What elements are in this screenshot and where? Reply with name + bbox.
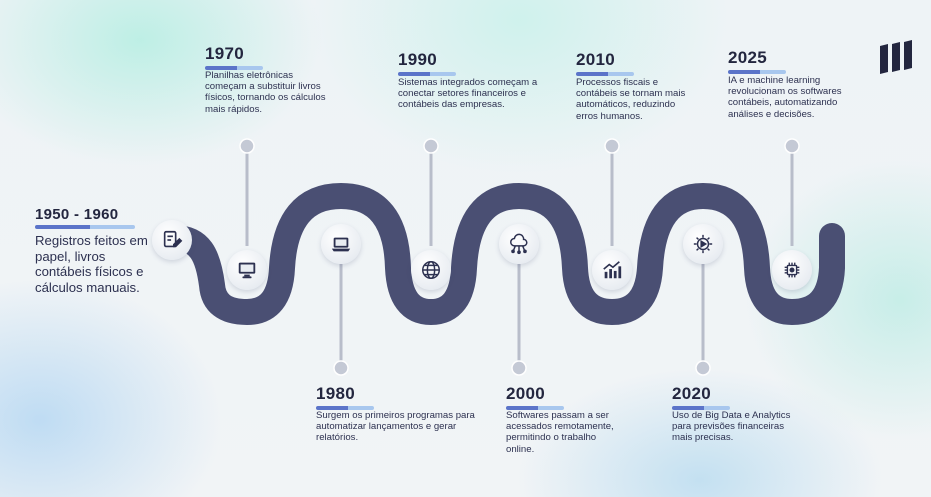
connector-dot-1970	[239, 138, 255, 154]
laptop-icon	[321, 224, 361, 264]
desc-1990: Sistemas integrados começam a conectar s…	[398, 77, 538, 111]
desc-1970: Planilhas eletrônicas começam a substitu…	[205, 70, 326, 115]
desc-2020: Uso de Big Data e Analytics para previsõ…	[672, 410, 791, 444]
connector-dot-1990	[423, 138, 439, 154]
desc-2025: IA e machine learning revolucionam os so…	[728, 75, 842, 120]
year-2000: 2000	[506, 384, 564, 410]
year-1980: 1980	[316, 384, 374, 410]
connector-dot-2010	[604, 138, 620, 154]
gear-analytics-icon	[683, 224, 723, 264]
connector-dot-1980	[333, 360, 349, 376]
desc-1980: Surgem os primeiros programas para autom…	[316, 410, 475, 444]
cloud-network-icon	[499, 224, 539, 264]
connector-dot-2000	[511, 360, 527, 376]
year-2010: 2010	[576, 50, 634, 76]
document-pen-icon	[152, 220, 192, 260]
desc-2000: Softwares passam a ser acessados remotam…	[506, 410, 614, 455]
year-2025: 2025	[728, 48, 786, 74]
growth-chart-icon	[592, 250, 632, 290]
desc-1950: Registros feitos em papel, livros contáb…	[35, 233, 148, 295]
connector-dot-2020	[695, 360, 711, 376]
desktop-computer-icon	[227, 250, 267, 290]
year-2020: 2020	[672, 384, 730, 410]
year-1990: 1990	[398, 50, 456, 76]
brand-logo	[880, 40, 912, 74]
connector-dot-2025	[784, 138, 800, 154]
year-1970: 1970	[205, 44, 263, 70]
globe-icon	[411, 250, 451, 290]
ai-chip-icon	[772, 250, 812, 290]
year-1950: 1950 - 1960	[35, 206, 135, 229]
desc-2010: Processos fiscais e contábeis se tornam …	[576, 77, 686, 122]
